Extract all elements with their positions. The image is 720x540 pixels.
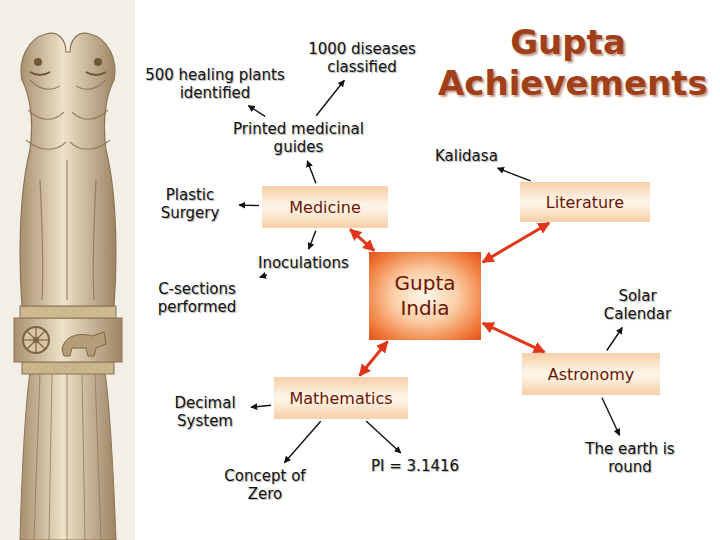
topic-text-box: PI = 3.1416 — [367, 455, 463, 477]
topic-text-box: Printed medicinal guides — [216, 118, 381, 158]
topic-text-box: 500 healing plants identified — [140, 64, 290, 104]
branch-arrow — [248, 106, 265, 117]
topic-text-box: C-sections performed — [137, 278, 257, 318]
node-label: Mathematics — [289, 389, 392, 408]
branch-arrow — [307, 161, 316, 183]
node-label: C-sections performed — [141, 280, 253, 316]
node-label: Kalidasa — [435, 147, 498, 165]
node-label: Solar Calendar — [594, 287, 681, 323]
topic-text-box: Decimal System — [162, 392, 248, 432]
node-label: Inoculations — [258, 254, 349, 272]
node-label: Printed medicinal guides — [220, 120, 377, 156]
main-arrow — [360, 342, 388, 376]
node-label: Literature — [546, 193, 624, 212]
slide-title: Gupta Achievements — [438, 22, 698, 104]
topic-text-box: The earth is round — [575, 438, 685, 478]
node-label: PI = 3.1416 — [371, 457, 459, 475]
node-label: Astronomy — [548, 365, 635, 384]
node-label: 500 healing plants identified — [144, 66, 286, 102]
category-box: Medicine — [262, 186, 388, 228]
category-box: Mathematics — [274, 377, 408, 419]
branch-arrow — [607, 328, 623, 351]
branch-arrow — [309, 231, 316, 249]
main-arrow — [483, 223, 550, 262]
main-arrow — [483, 323, 545, 352]
main-arrow — [350, 229, 374, 250]
branch-arrow — [239, 204, 259, 206]
topic-text-box: Inoculations — [254, 252, 353, 274]
topic-text-box: Solar Calendar — [590, 285, 685, 325]
branch-arrow — [602, 398, 620, 436]
branch-arrow — [498, 168, 531, 181]
central-box: Gupta India — [369, 252, 481, 340]
category-box: Astronomy — [522, 353, 660, 395]
node-label: Medicine — [289, 198, 360, 217]
node-label: Gupta India — [379, 271, 471, 321]
topic-text-box: Concept of Zero — [220, 465, 310, 505]
lion-capital-illustration — [0, 0, 135, 540]
category-box: Literature — [520, 182, 650, 222]
branch-arrow — [366, 421, 401, 453]
node-label: 1000 diseases classified — [291, 40, 433, 76]
topic-text-box: Kalidasa — [431, 145, 502, 167]
node-label: Decimal System — [166, 394, 244, 430]
branch-arrow — [251, 405, 271, 407]
topic-text-box: Plastic Surgery — [144, 184, 236, 224]
branch-arrow — [260, 275, 267, 277]
branch-arrow — [284, 421, 320, 462]
node-label: The earth is round — [579, 440, 681, 476]
node-label: Plastic Surgery — [148, 186, 232, 222]
node-label: Concept of Zero — [224, 467, 306, 503]
topic-text-box: 1000 diseases classified — [287, 38, 437, 78]
branch-arrow — [316, 80, 344, 115]
